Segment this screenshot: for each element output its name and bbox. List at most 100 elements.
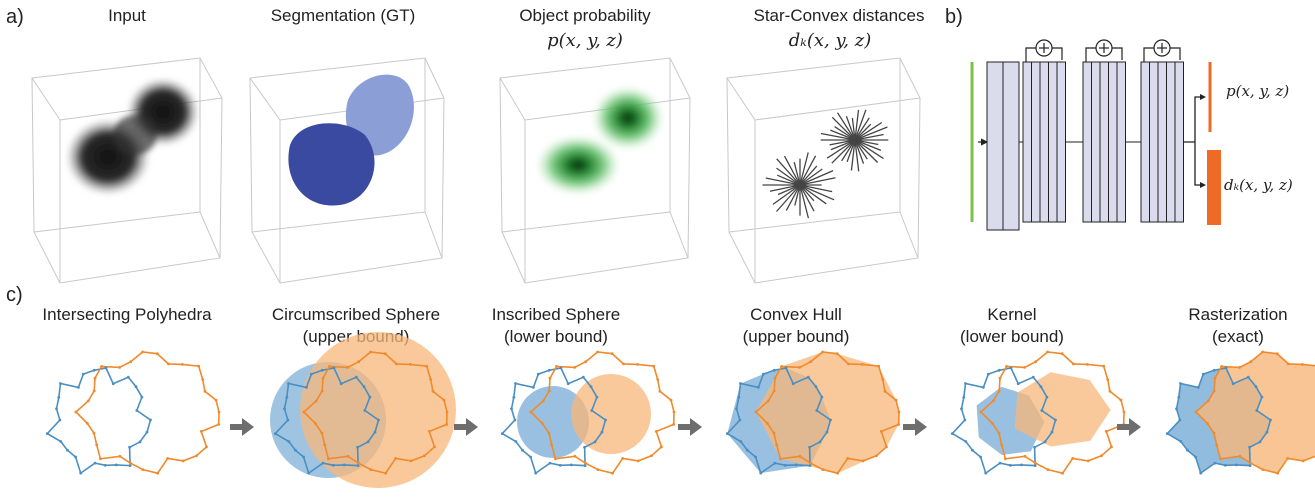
polyhedron-vertex [772, 431, 776, 435]
polyhedron-vertex [321, 376, 325, 380]
polyhedron-vertex [1261, 350, 1264, 354]
star-ray [799, 165, 818, 186]
polyhedron-vertex [445, 410, 449, 414]
polyhedron-vertex [1031, 375, 1035, 379]
step-sublabel-convex-hull: (upper bound) [742, 327, 850, 346]
polyhedron-vertex [1100, 454, 1103, 458]
step-raster [1165, 350, 1315, 475]
polyhedron-vertex [1043, 440, 1047, 444]
polyhedron-vertex [984, 471, 988, 475]
polyhedron-vertex [1005, 365, 1008, 368]
network-layer [1108, 61, 1118, 223]
segmentation-title: Segmentation (GT) [270, 6, 416, 25]
network-layer [986, 61, 1004, 231]
star-ray [845, 115, 856, 141]
polyhedron-vertex [141, 468, 145, 471]
polyhedron-vertex [584, 461, 587, 465]
polyhedron-vertex [746, 448, 749, 452]
star-ray [854, 139, 882, 152]
polyhedron-vertex [541, 399, 545, 403]
star-ray [850, 139, 856, 171]
polyhedron-vertex [57, 396, 61, 399]
star-ray [830, 129, 856, 141]
polyhedron-vertex [962, 396, 966, 399]
polyhedron-vertex [369, 350, 372, 354]
network-layer [1174, 61, 1184, 223]
star-ray [854, 117, 870, 141]
polyhedron-vertex [1199, 471, 1203, 475]
polyhedron-vertex [313, 421, 317, 425]
star-ray [799, 184, 815, 202]
polyhedron-vertex [1220, 365, 1223, 368]
polyhedron-vertex [550, 443, 554, 447]
polyhedron-vertex [584, 360, 588, 364]
star-ray [799, 184, 833, 193]
polyhedron-vertex [1175, 407, 1178, 411]
polyhedron-vertex [754, 455, 757, 459]
polyhedron-vertex [821, 350, 824, 354]
network-layer [1002, 61, 1020, 231]
polyhedron-vertex [894, 398, 898, 402]
polyhedron-vertex [377, 418, 380, 422]
polyhedron-vertex [1004, 457, 1007, 461]
network-output-dist: dₖ(x, y, z) [1224, 176, 1293, 194]
polyhedron-vertex [652, 364, 656, 368]
polyhedron-vertex [512, 396, 516, 399]
polyhedron-vertex [55, 407, 58, 411]
polyhedron-vertex [1254, 385, 1258, 389]
polyhedron-vertex [610, 352, 614, 356]
star-ray [799, 177, 836, 186]
inscribed-sphere-orange [571, 374, 651, 454]
polyhedron-vertex [990, 421, 994, 425]
polyhedron-vertex [998, 461, 1002, 465]
star-ray [854, 133, 884, 141]
polyhedron-vertex [1275, 352, 1279, 356]
polyhedron-vertex [1238, 454, 1242, 458]
network-layer [1166, 61, 1176, 223]
polyhedron-vertex [309, 372, 313, 376]
star-ray [831, 116, 856, 141]
network-layer [1099, 61, 1109, 223]
polyhedron-vertex [307, 471, 311, 475]
polyhedron-vertex [991, 399, 995, 403]
polyhedron-vertex [725, 432, 729, 435]
polyhedron-vertex [979, 455, 982, 459]
polyhedron-vertex [323, 443, 327, 447]
polyhedron-vertex [1249, 461, 1252, 465]
polyhedron-vertex [818, 440, 822, 444]
polyhedron-vertex [765, 421, 769, 425]
polyhedron-vertex [141, 350, 145, 354]
star-ray [830, 139, 856, 151]
star-ray [799, 184, 835, 201]
polyhedron-vertex [514, 382, 517, 385]
polyhedron-vertex [596, 468, 600, 471]
step-label-intersecting: Intersecting Polyhedra [42, 305, 212, 324]
inscribed-sphere-blue [517, 386, 589, 458]
polyhedron-vertex [897, 410, 901, 414]
star-ray [776, 158, 801, 186]
polyhedron-vertex [58, 418, 62, 422]
polyhedron-vertex [45, 432, 49, 435]
polyhedron-vertex [806, 375, 810, 379]
polyhedron-vertex [669, 398, 673, 402]
polyhedron-vertex [1258, 440, 1262, 444]
polyhedron-vertex [383, 352, 387, 356]
step-sphere-outer [270, 332, 456, 488]
polyhedron-vertex [395, 362, 398, 366]
polyhedron-vertex [798, 454, 802, 458]
polyhedron-vertex [600, 430, 604, 434]
convex-hull-orange [755, 352, 899, 474]
polyhedron-vertex [672, 410, 676, 414]
polyhedron-vertex [95, 443, 99, 447]
polyhedron-vertex [1194, 455, 1197, 459]
polyhedron-vertex [287, 440, 291, 443]
polyhedron-vertex [779, 457, 782, 461]
polyhedron-vertex [195, 454, 198, 458]
network-layer [1116, 61, 1126, 223]
polyhedron-vertex [305, 386, 308, 389]
polyhedron-vertex [521, 448, 524, 452]
polyhedron-vertex [166, 457, 170, 460]
polyhedron-vertex [81, 372, 85, 376]
polyhedron-vertex [773, 376, 777, 380]
polyhedron-vertex [346, 454, 350, 458]
